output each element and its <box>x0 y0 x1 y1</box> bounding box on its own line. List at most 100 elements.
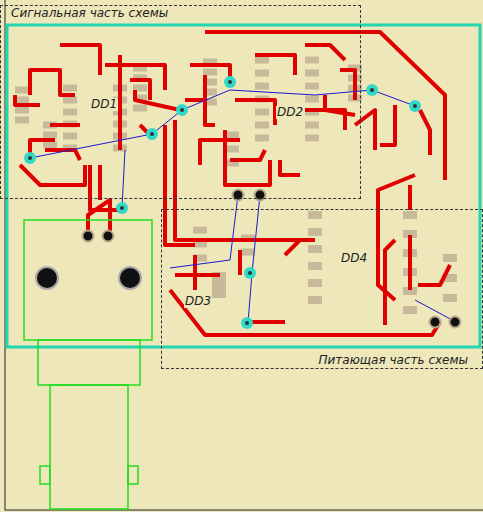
pcb-element <box>15 107 29 114</box>
pcb-element <box>241 249 255 256</box>
chip-designator: DD3 <box>184 295 212 308</box>
pcb-element <box>408 185 412 210</box>
pcb-element <box>255 57 269 64</box>
pcb-element <box>83 231 94 242</box>
region-title: Сигнальная часть схемы <box>11 6 168 20</box>
pcb-element <box>403 211 417 219</box>
pcb-element <box>24 220 152 340</box>
pcb-element <box>28 156 32 160</box>
pcb-element <box>150 132 154 136</box>
pcb-element <box>175 120 315 240</box>
pcb-element <box>43 132 57 139</box>
pcb-element <box>38 340 140 385</box>
pcb-element <box>170 290 440 335</box>
pcb-element <box>146 128 158 140</box>
pcb-element <box>443 294 457 302</box>
pcb-element <box>255 135 269 142</box>
pcb-element <box>305 135 319 142</box>
pcb-element <box>190 65 230 82</box>
pcb-element <box>103 231 114 242</box>
pcb-element <box>193 255 197 290</box>
pcb-element <box>308 211 322 219</box>
pcb-element <box>225 132 239 139</box>
pcb-element <box>105 65 165 90</box>
pcb-element <box>15 95 40 105</box>
pcb-element <box>170 195 238 268</box>
pcb-element <box>255 122 269 129</box>
pcb-element <box>20 165 85 185</box>
pcb-element <box>30 70 75 95</box>
mounting-hole <box>36 267 58 289</box>
pcb-element <box>280 160 300 175</box>
pcb-element <box>40 466 50 484</box>
traces <box>15 32 450 335</box>
pcb-element <box>355 110 375 150</box>
pcb-element <box>255 83 269 90</box>
pcb-element <box>130 80 150 100</box>
pcb-element <box>205 32 445 180</box>
pcb-element <box>308 262 322 270</box>
pcb-element <box>50 385 128 509</box>
pcb-element <box>430 317 441 328</box>
pcb-element <box>60 45 100 75</box>
circuit-region: Сигнальная часть схемы <box>0 5 361 199</box>
mounting-hole <box>119 267 141 289</box>
pcb-element <box>238 250 242 275</box>
pcb-element <box>230 150 265 160</box>
pcb-element <box>380 105 395 145</box>
pcb-element <box>225 146 239 153</box>
pcb-element <box>50 123 80 127</box>
pcb-element <box>135 90 180 110</box>
pcb-element <box>122 150 125 208</box>
pcb-element <box>225 130 270 185</box>
pcb-element <box>176 104 188 116</box>
pcb-element <box>305 83 319 90</box>
pcb-element <box>63 109 77 116</box>
pcb-element <box>308 245 322 253</box>
pcb-element <box>420 110 430 155</box>
pcb-element <box>30 134 152 158</box>
pcb-element <box>408 235 412 290</box>
board-outline <box>7 25 480 347</box>
pcb-element <box>255 55 295 75</box>
pcb-element <box>305 45 345 60</box>
pcb-element <box>305 96 319 103</box>
region-title: Питающая часть схемы <box>319 353 468 367</box>
pcb-element <box>255 70 269 77</box>
circuit-region: Питающая часть схемы <box>161 209 483 369</box>
pcb-element <box>366 84 378 96</box>
pcb-element <box>43 142 57 149</box>
pcb-element <box>370 88 374 92</box>
pcb-element <box>450 317 461 328</box>
pcb-element <box>63 85 77 92</box>
pcb-element <box>308 228 322 236</box>
pcb-element <box>24 152 36 164</box>
pcb-element <box>385 240 395 325</box>
pcb-element <box>248 195 260 323</box>
pcb-element <box>116 202 128 214</box>
pcb-element <box>409 100 421 112</box>
pcb-element <box>175 273 220 277</box>
ratsnest-lines <box>30 90 456 323</box>
chip-designator: DD4 <box>340 252 368 265</box>
pcb-element <box>133 105 147 112</box>
pcb-element <box>235 100 275 125</box>
pcb-element <box>63 133 77 140</box>
vias <box>24 76 461 329</box>
pcb-element <box>120 206 124 210</box>
pcb-element <box>224 76 236 88</box>
pcb-element <box>443 254 457 262</box>
pcb-element <box>305 122 319 129</box>
pcb-element <box>245 321 249 325</box>
pcb-element <box>403 306 417 314</box>
pcb-element <box>305 70 319 77</box>
pcb-element <box>241 317 253 329</box>
pcb-element <box>193 227 207 234</box>
pcb-element <box>285 240 300 255</box>
pcb-element <box>63 97 77 104</box>
sheet-frame <box>5 0 483 510</box>
pcb-element <box>255 109 269 116</box>
pcb-element <box>15 117 29 124</box>
pcb-element <box>418 265 450 285</box>
